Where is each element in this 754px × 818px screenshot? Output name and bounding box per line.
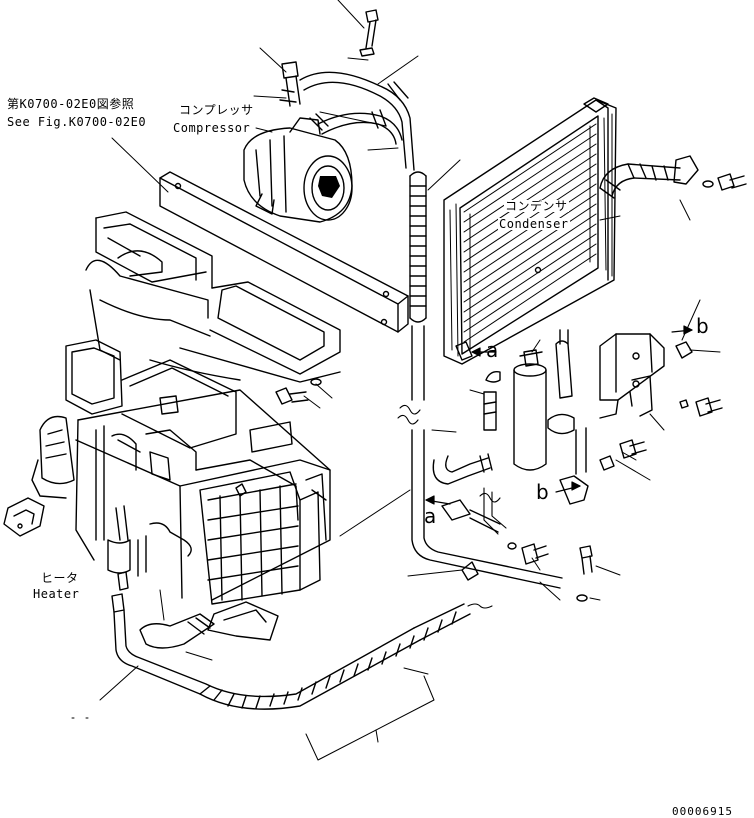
heater-unit <box>3 339 331 649</box>
reference-arrows <box>425 325 693 505</box>
compressor-label-jp: コンプレッサ <box>178 103 255 117</box>
receiver-bracket <box>599 333 665 419</box>
heater-label-jp: ヒータ <box>40 571 80 585</box>
receiver-hoses <box>432 329 589 565</box>
heater-label-en: Heater <box>32 587 81 601</box>
figure-reference-jp: 第K0700-02E0図参照 <box>6 97 136 111</box>
heater-fittings <box>275 378 322 405</box>
right-bolts <box>576 341 723 602</box>
reference-letter-b-lower: b <box>536 480 549 504</box>
heater-pipes <box>111 571 421 710</box>
bottom-hose <box>199 603 493 709</box>
drawing-number: 00006915 <box>672 805 733 818</box>
reference-letter-b-upper: b <box>696 314 709 338</box>
compressor-bolts <box>279 9 379 107</box>
reference-letter-a-lower: a <box>424 504 437 528</box>
figure-reference-en: See Fig.K0700-02E0 <box>6 115 148 129</box>
callout-bracket <box>305 667 435 761</box>
leader-lines <box>99 0 721 701</box>
compressor-label-en: Compressor <box>172 121 252 135</box>
vertical-hose <box>397 171 563 589</box>
mounting-bracket <box>159 171 409 333</box>
compressor-hoses <box>299 71 415 171</box>
air-duct <box>85 211 341 383</box>
condenser-label-en: Condenser <box>498 217 570 231</box>
reference-letter-a-upper: a <box>486 338 499 362</box>
compressor-drawing <box>243 117 353 223</box>
condenser-label-jp: コンデンサ <box>504 199 569 213</box>
condenser-hose <box>599 155 747 199</box>
receiver-drier <box>513 340 575 471</box>
condenser-drawing <box>443 97 617 365</box>
hose-clamp <box>461 561 479 581</box>
